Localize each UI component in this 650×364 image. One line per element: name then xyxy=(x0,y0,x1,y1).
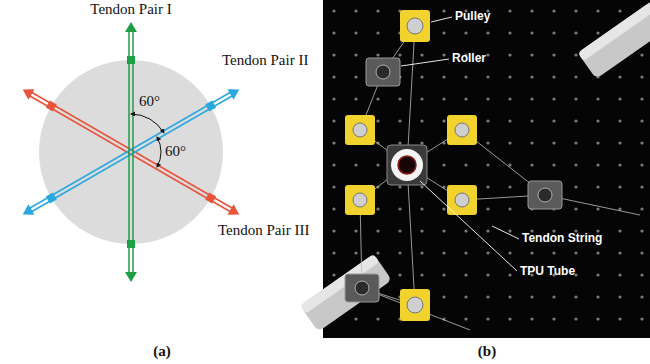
roller xyxy=(366,58,400,86)
part-label: Roller xyxy=(452,52,486,65)
pulley xyxy=(400,10,430,42)
motor-cylinder xyxy=(578,1,650,79)
tpu-tube xyxy=(387,145,427,185)
angle-arc xyxy=(157,137,161,167)
part-label: Tendon String xyxy=(522,232,602,245)
roller xyxy=(528,181,562,209)
motor-cylinder xyxy=(300,254,392,332)
part-label: Pulley xyxy=(455,10,490,23)
pulley xyxy=(345,115,375,145)
pulley xyxy=(400,289,430,321)
angle-label: 60° xyxy=(165,143,186,160)
tendon-pair-label: Tendon Pair II xyxy=(222,52,308,69)
tendon-pair-label: Tendon Pair I xyxy=(90,1,171,18)
tendon-pair-blue xyxy=(20,84,243,219)
tendon-pair-red xyxy=(20,84,243,219)
angle-label: 60° xyxy=(139,93,160,110)
pulley xyxy=(345,185,375,215)
pulley xyxy=(447,115,477,145)
tube-cross-section xyxy=(39,60,223,244)
tendon-pair-label: Tendon Pair III xyxy=(218,222,309,239)
panel-label: (a) xyxy=(153,343,171,360)
tendon-pair-green xyxy=(125,22,137,282)
tendon-strings xyxy=(360,26,640,330)
roller xyxy=(345,274,379,302)
panel-label: (b) xyxy=(478,343,496,360)
angle-arc xyxy=(131,114,164,133)
leader-lines xyxy=(401,17,519,271)
part-label: TPU Tube xyxy=(520,265,575,278)
